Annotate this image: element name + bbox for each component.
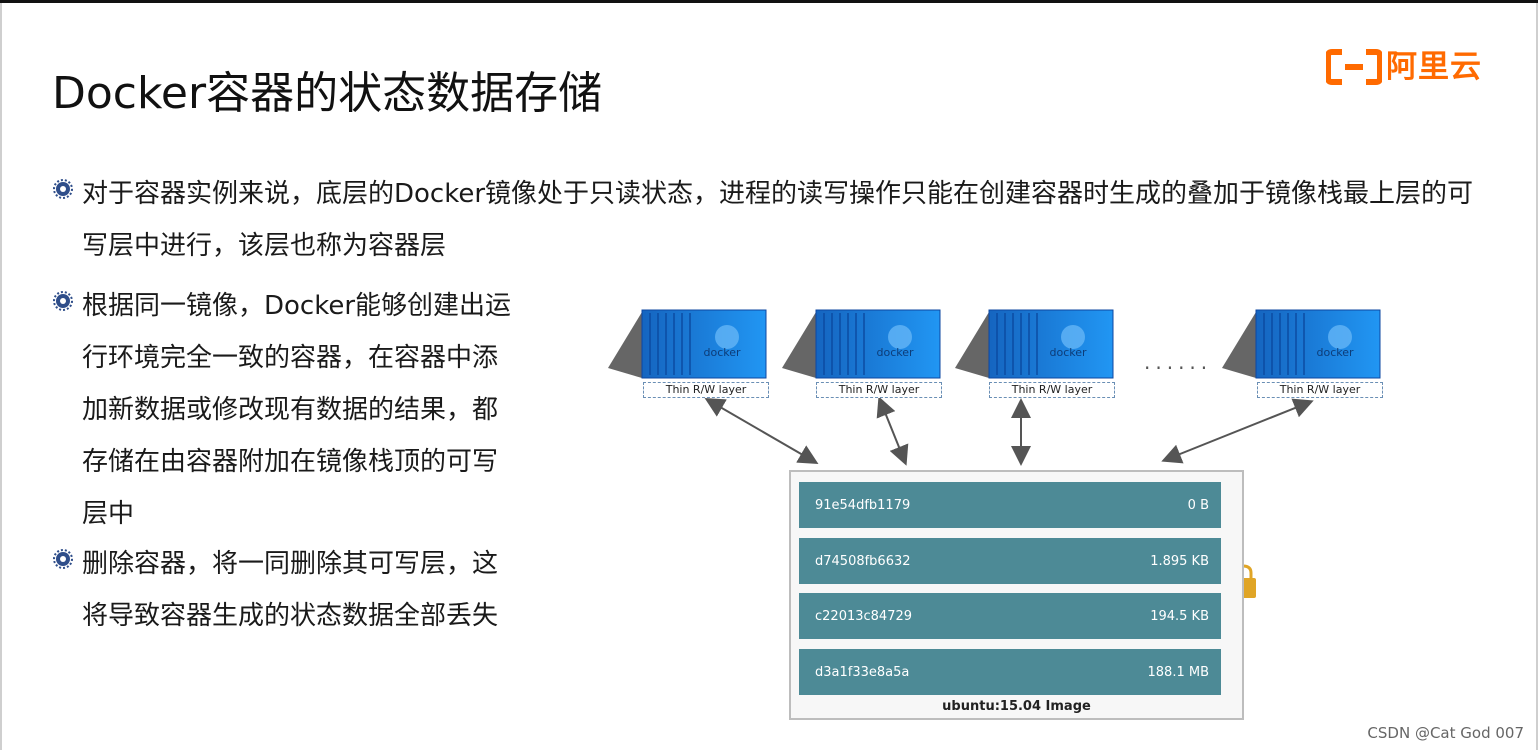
layer-size: 188.1 MB — [1147, 664, 1209, 680]
docker-logo-text: docker — [876, 346, 914, 359]
image-layer: c22013c84729 194.5 KB — [799, 593, 1221, 639]
logo-text: 阿里云 — [1386, 49, 1482, 85]
bullet-gear-icon — [53, 291, 73, 311]
bullet-3: 删除容器，将一同删除其可写层，这将导致容器生成的状态数据全部丢失 — [52, 538, 522, 642]
image-layer-stack: 91e54dfb1179 0 B d74508fb6632 1.895 KB c… — [789, 470, 1244, 720]
bullet-text: 根据同一镜像，Docker能够创建出运行环境完全一致的容器，在容器中添加新数据或… — [82, 291, 512, 529]
bullet-gear-icon — [53, 549, 73, 569]
docker-logo-text: docker — [1049, 346, 1087, 359]
bullet-text: 对于容器实例来说，底层的Docker镜像处于只读状态，进程的读写操作只能在创建容… — [82, 179, 1474, 261]
bullet-gear-icon — [53, 179, 73, 199]
docker-logo-text: docker — [1316, 346, 1354, 359]
layer-id: c22013c84729 — [815, 608, 913, 624]
top-border — [0, 0, 1538, 3]
arrow — [876, 396, 909, 466]
watermark: CSDN @Cat God 007 — [1367, 724, 1524, 742]
image-label: ubuntu:15.04 Image — [942, 699, 1091, 714]
aliyun-logo-icon — [1326, 49, 1382, 85]
aliyun-logo: 阿里云 — [1326, 47, 1482, 87]
thin-rw-layer-label: Thin R/W layer — [989, 382, 1115, 398]
image-layer: d3a1f33e8a5a 188.1 MB — [799, 649, 1221, 695]
docker-logo-text: docker — [703, 346, 741, 359]
arrow — [1161, 398, 1314, 464]
right-edge — [1536, 3, 1538, 750]
left-edge — [0, 3, 2, 750]
shipping-container-icon: docker — [782, 309, 941, 379]
layer-id: d3a1f33e8a5a — [815, 664, 910, 680]
thin-rw-layer-label: Thin R/W layer — [1257, 382, 1383, 398]
more-containers-ellipsis: ...... — [1144, 350, 1213, 374]
layer-id: 91e54dfb1179 — [815, 497, 911, 513]
thin-rw-layer-label: Thin R/W layer — [816, 382, 942, 398]
layer-size: 1.895 KB — [1150, 553, 1209, 569]
bullet-2: 根据同一镜像，Docker能够创建出运行环境完全一致的容器，在容器中添加新数据或… — [52, 280, 522, 540]
image-layer: 91e54dfb1179 0 B — [799, 482, 1221, 528]
bullet-text: 删除容器，将一同删除其可写层，这将导致容器生成的状态数据全部丢失 — [82, 549, 499, 631]
shipping-container-icon: docker — [608, 309, 767, 379]
thin-rw-layer-label: Thin R/W layer — [643, 382, 769, 398]
image-layer: d74508fb6632 1.895 KB — [799, 538, 1221, 584]
layer-size: 194.5 KB — [1150, 608, 1209, 624]
shipping-container-icon: docker — [1222, 309, 1381, 379]
bullet-1: 对于容器实例来说，底层的Docker镜像处于只读状态，进程的读写操作只能在创建容… — [52, 168, 1492, 272]
arrow — [704, 397, 819, 465]
shipping-container-icon: docker — [955, 309, 1114, 379]
layer-id: d74508fb6632 — [815, 553, 911, 569]
layer-size: 0 B — [1187, 497, 1209, 513]
slide-title: Docker容器的状态数据存储 — [52, 68, 603, 119]
